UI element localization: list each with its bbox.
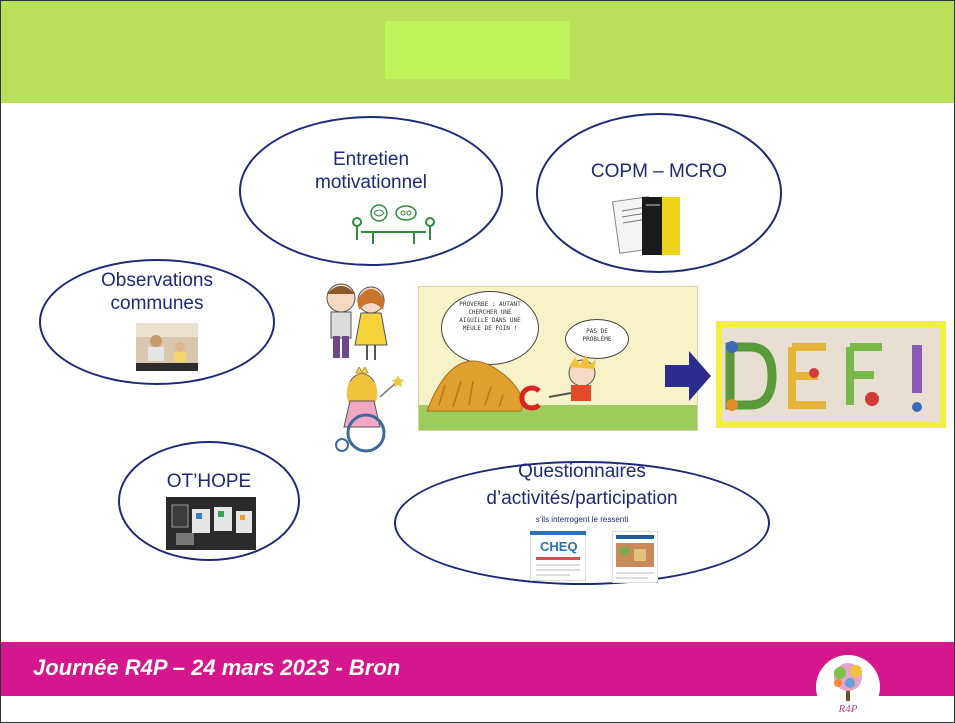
observation-photo-icon (136, 323, 198, 371)
tree-logo-icon (834, 663, 862, 701)
entretien-oval: Entretien motivationnel (239, 116, 503, 266)
copm-label: COPM – MCRO (590, 161, 728, 182)
cheq-document-icon: CHEQ (530, 531, 586, 581)
questionnaires-note: s’ils interrogent le ressenti (535, 515, 629, 524)
othope-cards-icon (166, 497, 256, 550)
haystack-cartoon: PROVERBE : AUTANT CHERCHER UNE AIGUILLE … (418, 286, 698, 431)
couple-cartoon-icon (326, 283, 388, 360)
copm-oval: COPM – MCRO (536, 113, 782, 273)
othope-oval: OT’HOPE (118, 441, 300, 561)
participation-document-icon (612, 531, 658, 583)
defi-image-frame (716, 321, 946, 428)
right-arrow-icon (665, 351, 711, 401)
observations-oval: Observations communes (39, 259, 275, 385)
footer-bar (1, 642, 954, 696)
speech-bubble-left-text: PROVERBE : AUTANT CHERCHER UNE AIGUILLE … (459, 301, 521, 332)
speech-bubble-left (441, 291, 539, 365)
entretien-label-line2: motivationnel (315, 172, 427, 193)
haystack-scene-icon (419, 355, 697, 430)
questionnaires-label-line2: d’activités/participation (486, 488, 678, 509)
r4p-logo-text: R4P (838, 703, 858, 715)
observations-label-line2: communes (110, 293, 204, 314)
copm-document-icon (612, 196, 680, 255)
wheelchair-girl-cartoon-icon (335, 367, 404, 453)
footer-title: Journée R4P – 24 mars 2023 - Bron (33, 655, 401, 680)
title-placeholder (385, 21, 570, 79)
speech-bubble-right-text: PAS DE PROBLÈME (582, 328, 612, 343)
othope-label: OT’HOPE (166, 471, 252, 492)
questionnaires-oval: Questionnaires d’activités/participation… (394, 461, 770, 585)
r4p-logo: R4P (816, 655, 880, 719)
defi-image (722, 327, 940, 422)
cheq-label: CHEQ (540, 539, 578, 554)
observations-label-line1: Observations (101, 270, 213, 291)
speech-bubble-right (565, 319, 629, 359)
questionnaires-label-line1: Questionnaires (518, 461, 646, 482)
interview-illustration-icon (352, 204, 435, 244)
defi-word-icon (725, 341, 922, 412)
entretien-label-line1: Entretien (332, 149, 410, 170)
